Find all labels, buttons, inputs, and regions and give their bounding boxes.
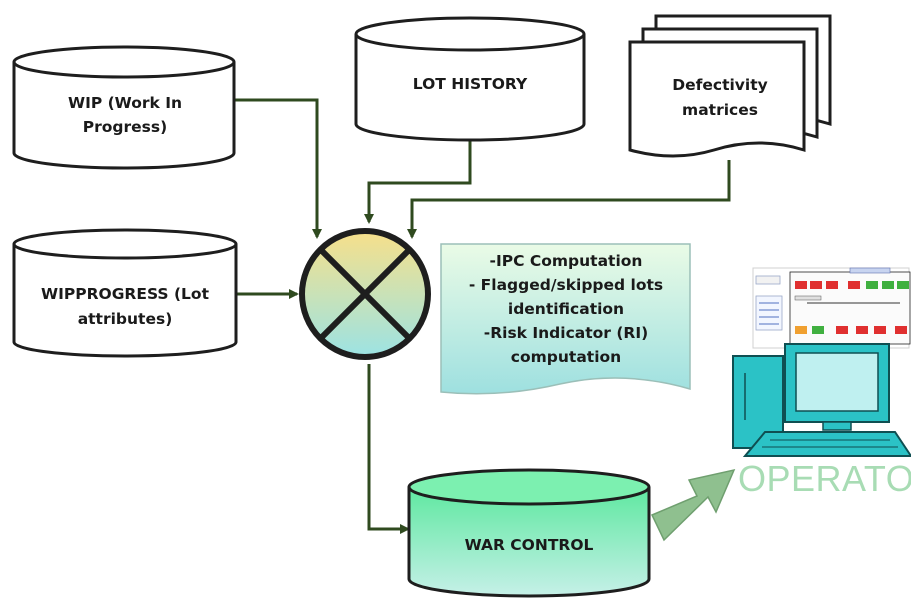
defectivity-label-line1: Defectivity [672,76,768,94]
computer-keyboard [742,431,911,457]
connector-lothistory-to-combiner [364,138,472,224]
defectivity-label: Defectivity matrices [640,73,800,123]
processing-step: -IPC Computation [489,252,643,270]
wip-label: WIP (Work In Progress) [30,91,220,139]
wip-database [12,45,236,170]
processing-step: - Flagged/skipped lots [468,276,664,294]
processing-document [440,243,691,395]
processing-step: identification [507,300,625,318]
wip-label-line1: WIP (Work In [67,94,183,112]
connectors [234,98,731,534]
operator-computer [732,267,911,457]
wip-label-line2: Progress) [82,118,168,136]
dashboard-thumbnail [752,267,911,349]
processing-step: computation [510,348,622,366]
wipprogress-label-line2: attributes) [77,310,173,328]
wipprogress-database [12,228,238,358]
processing-steps: -IPC Computation - Flagged/skipped lots … [447,249,685,369]
processing-step: -Risk Indicator (RI) [483,324,649,342]
defectivity-label-line2: matrices [682,101,758,119]
combiner-junction [299,228,431,360]
defectivity-documents [628,14,832,158]
lot-history-database [354,16,586,142]
wipprogress-label-line1: WIPPROGRESS (Lot [41,285,209,303]
output-arrow [650,468,736,542]
war-control-label: WAR CONTROL [464,536,594,554]
wipprogress-label: WIPPROGRESS (Lot attributes) [20,282,230,332]
operator-label: OPERATOR [738,458,911,499]
connector-defectivity-to-combiner [407,160,731,239]
war-control-database [407,468,651,598]
lot-history-label: LOT HISTORY [412,75,528,93]
connector-combiner-to-warcontrol [367,364,410,534]
connector-wip-to-combiner [234,98,322,239]
